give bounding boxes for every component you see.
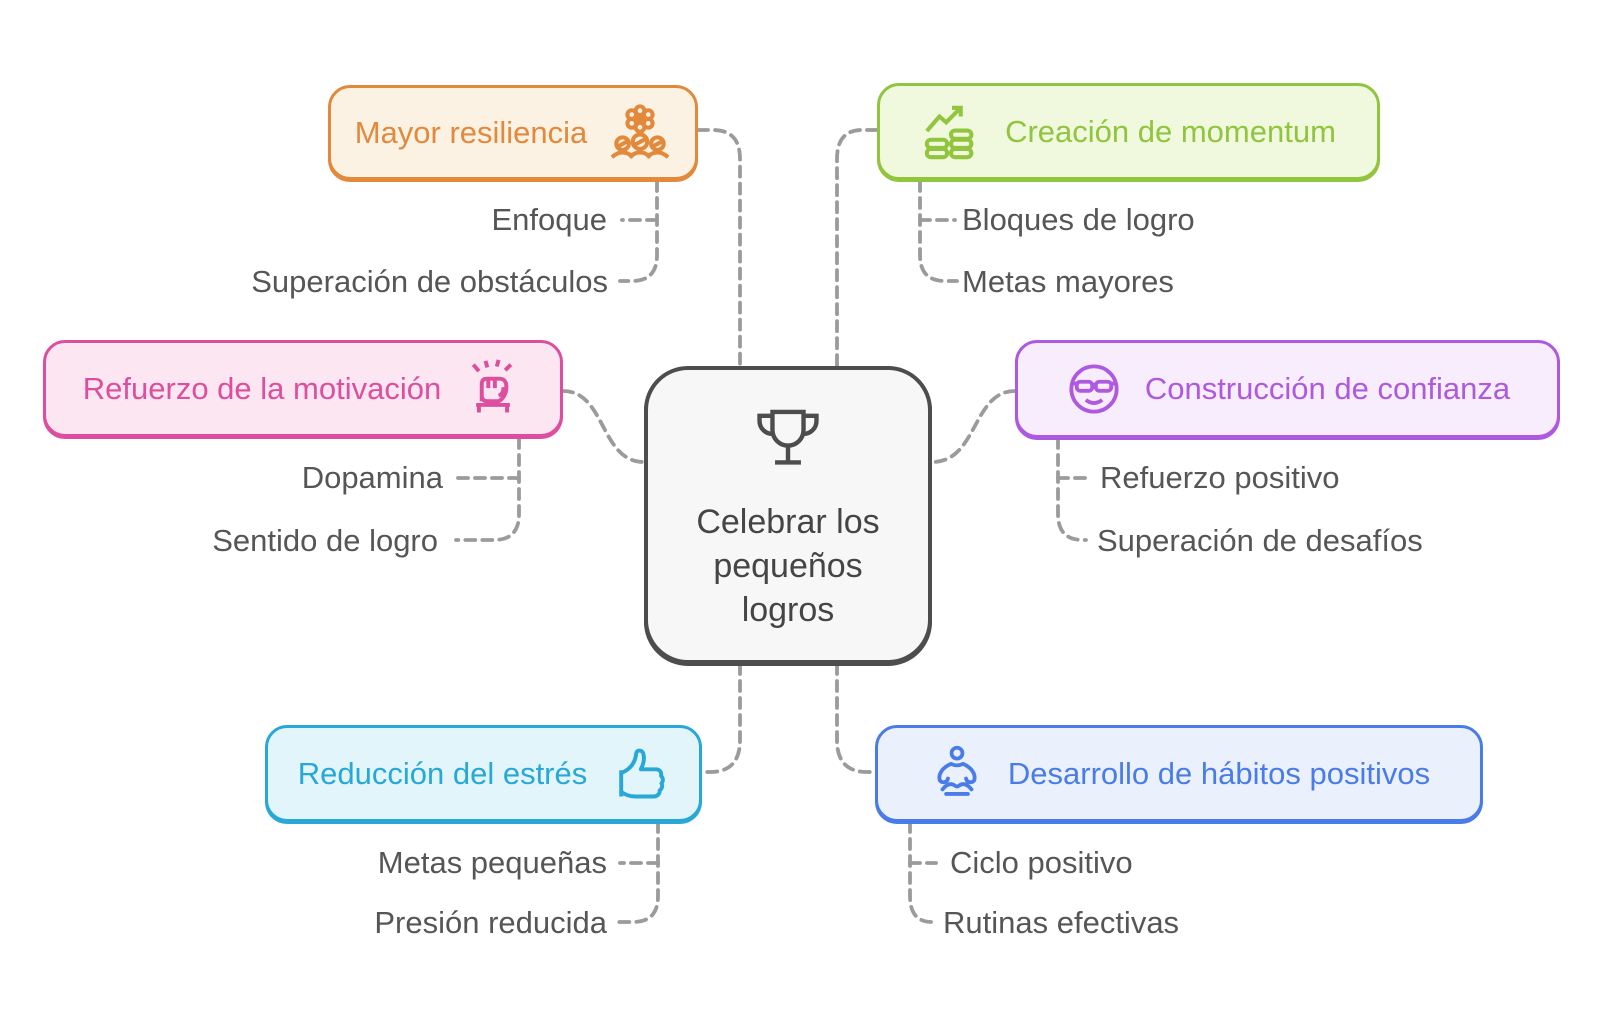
branch-label: Mayor resiliencia: [354, 114, 588, 150]
growth-chart-icon: [921, 102, 983, 162]
trophy-icon: [746, 399, 830, 492]
child-label-refuerzo-positivo: Refuerzo positivo: [1100, 460, 1340, 495]
branch-label: Reducción del estrés: [297, 755, 588, 791]
child-label-superacion-desafios: Superación de desafíos: [1097, 523, 1423, 558]
branch-label: Construcción de confianza: [1144, 371, 1511, 406]
center-node-label: Celebrar los pequeños logros: [696, 502, 880, 629]
child-label-sentido-logro: Sentido de logro: [212, 523, 438, 558]
child-label-bloques-logro: Bloques de logro: [962, 202, 1195, 237]
child-label-rutinas-efectivas: Rutinas efectivas: [943, 905, 1180, 940]
branch-node-desarrollo-habitos: Desarrollo de hábitos positivos: [875, 725, 1483, 822]
child-label-presion-reducida: Presión reducida: [374, 905, 607, 940]
branch-label: Creación de momentum: [1005, 113, 1336, 149]
child-label-enfoque: Enfoque: [491, 202, 608, 237]
branch-label: Desarrollo de hábitos positivos: [1007, 755, 1431, 791]
branch-node-mayor-resiliencia: Mayor resiliencia: [328, 85, 698, 180]
thumbs-up-icon: [609, 744, 669, 804]
child-label-metas-pequenas: Metas pequeñas: [377, 845, 607, 880]
child-label-metas-mayores: Metas mayores: [962, 264, 1174, 299]
team-gear-icon: [609, 103, 671, 163]
child-label-superacion-obstaculos: Superación de obstáculos: [251, 264, 608, 299]
meditation-icon: [928, 744, 986, 804]
child-label-ciclo-positivo: Ciclo positivo: [950, 845, 1133, 880]
cool-face-icon: [1065, 360, 1123, 418]
center-node-celebrar-logros: Celebrar los pequeños logros: [644, 366, 932, 664]
branch-label: Refuerzo de la motivación: [82, 370, 442, 406]
raised-fist-icon: [463, 358, 523, 420]
branch-node-construccion-confianza: Construcción de confianza: [1015, 340, 1560, 438]
child-label-dopamina: Dopamina: [301, 460, 443, 495]
branch-node-creacion-momentum: Creación de momentum: [877, 83, 1380, 180]
branch-node-refuerzo-motivacion: Refuerzo de la motivación: [43, 340, 563, 437]
branch-node-reduccion-estres: Reducción del estrés: [265, 725, 702, 822]
